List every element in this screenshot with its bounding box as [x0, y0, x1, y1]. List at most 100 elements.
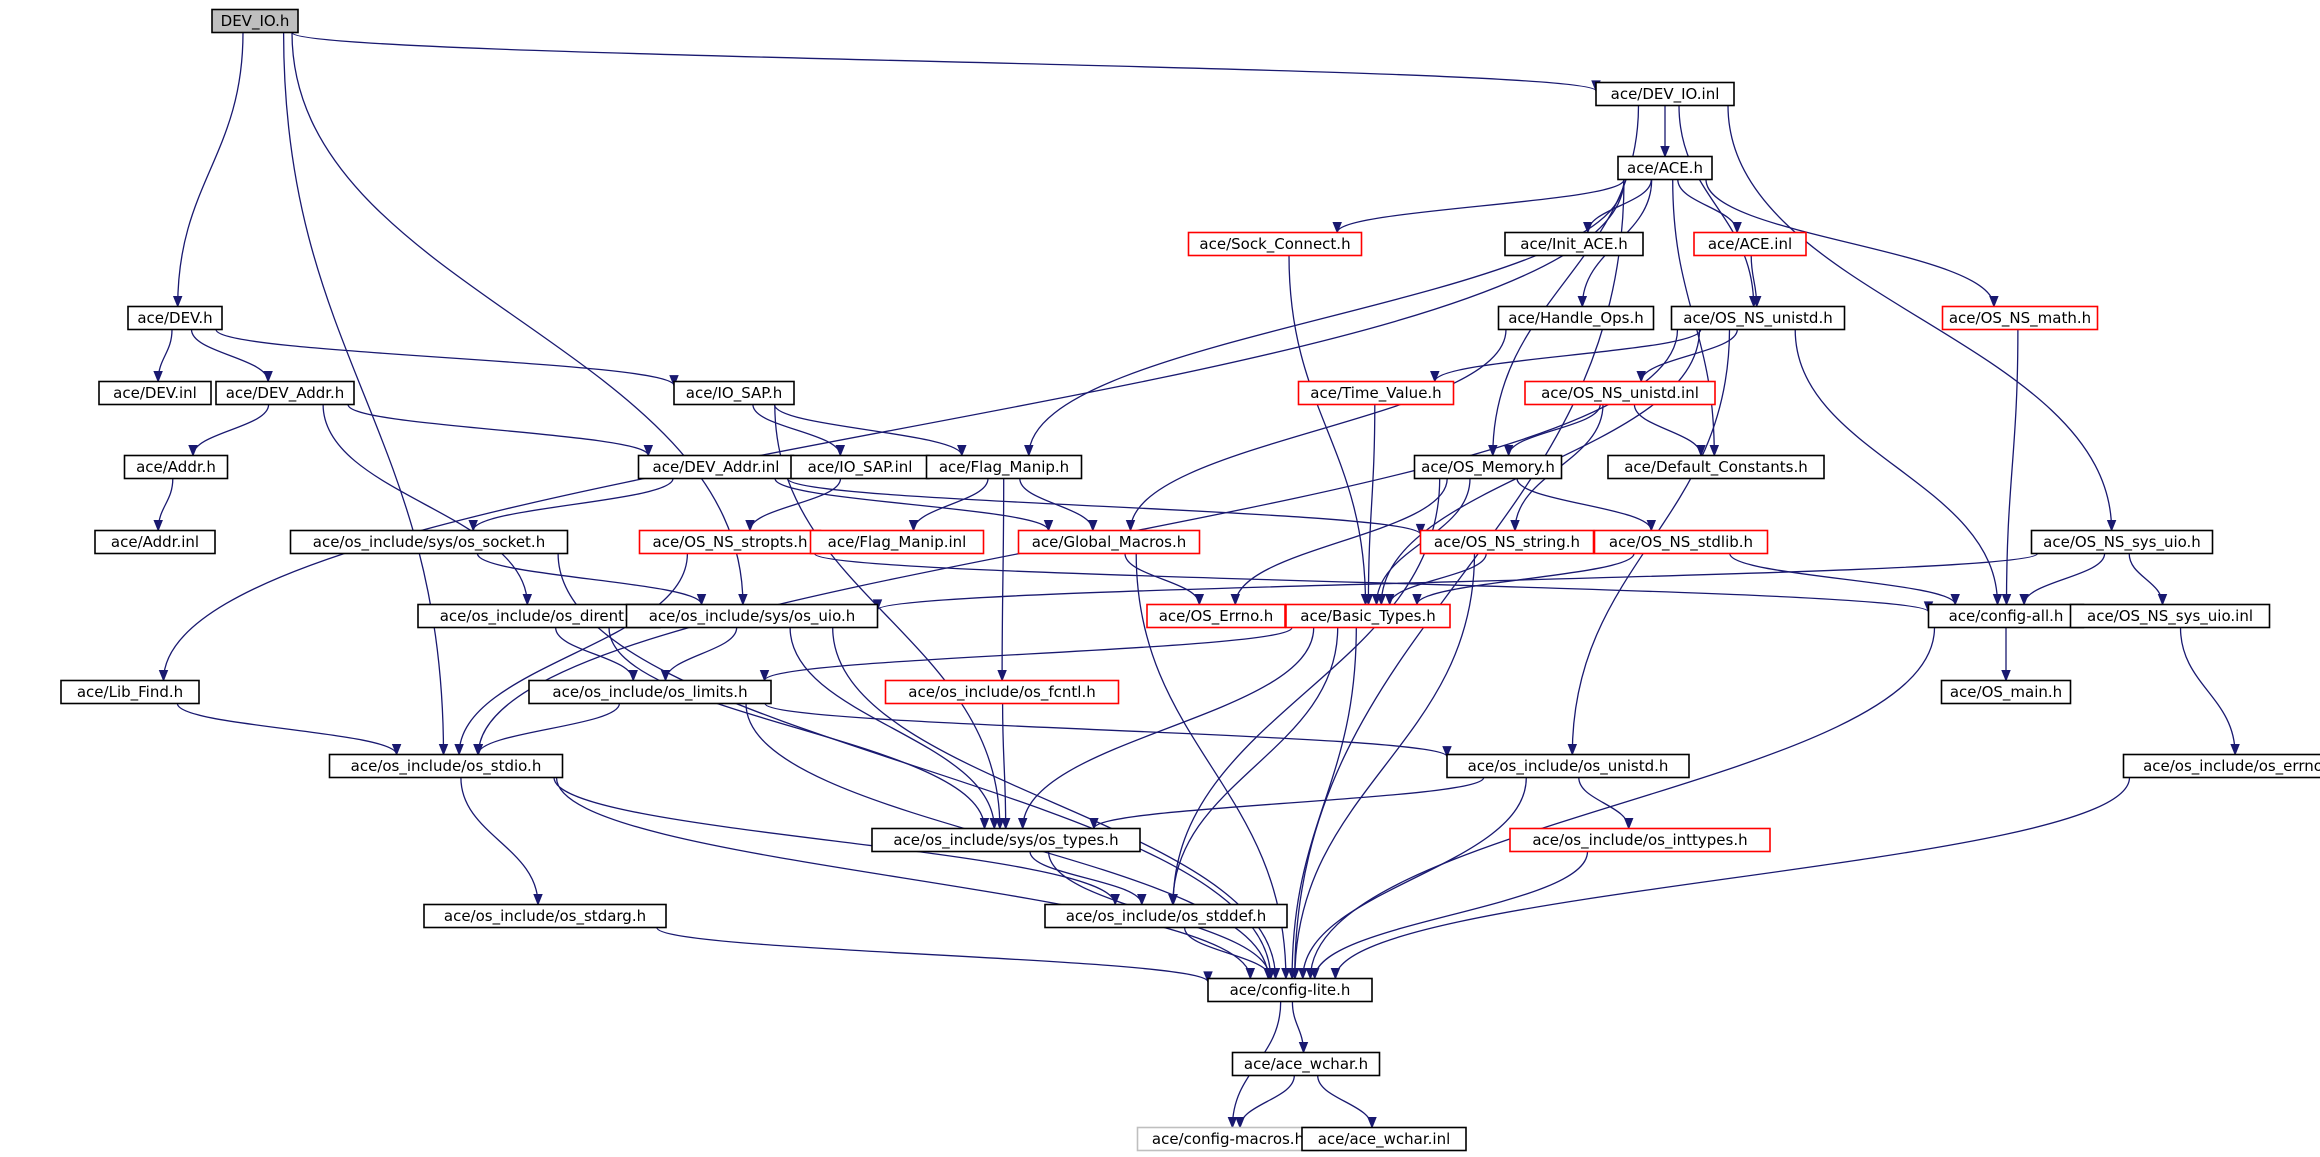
arrowhead	[696, 594, 707, 606]
arrowhead	[1950, 594, 1960, 606]
node-os-errno[interactable]: ace/os_include/os_errno.h	[2122, 753, 2320, 779]
node-box	[1670, 305, 1846, 331]
edge-os-uio-to-os-limits	[660, 627, 738, 682]
node-label: ace/DEV_IO.inl	[1611, 85, 1720, 104]
arrowhead	[1412, 594, 1422, 606]
edge-line	[347, 404, 649, 456]
node-os-uio[interactable]: ace/os_include/sys/os_uio.h	[625, 603, 879, 629]
arrowhead	[1017, 818, 1028, 830]
node-os-memory[interactable]: ace/OS_Memory.h	[1413, 454, 1563, 480]
node-flag-manip-h[interactable]: ace/Flag_Manip.h	[925, 454, 1083, 480]
arrowhead	[1330, 968, 1341, 980]
edge-line	[1314, 851, 1589, 979]
node-os-dirent[interactable]: ace/os_include/os_dirent.h	[417, 603, 661, 629]
arrowhead	[1363, 594, 1374, 606]
edge-os-ns-stdlib-to-basic-types	[1412, 553, 1635, 606]
node-default-constants[interactable]: ace/Default_Constants.h	[1607, 454, 1825, 480]
edge-line	[555, 777, 1251, 979]
node-addr-h[interactable]: ace/Addr.h	[123, 454, 229, 480]
edge-global-macros-to-os-errno-ace	[1124, 553, 1205, 606]
node-ace-inl[interactable]: ace/ACE.inl	[1693, 231, 1807, 257]
node-os-stdio[interactable]: ace/os_include/os_stdio.h	[328, 753, 564, 779]
node-os-ns-sys-uio-inl[interactable]: ace/OS_NS_sys_uio.inl	[2069, 603, 2271, 629]
node-box	[1413, 454, 1563, 480]
edge-os-ns-sys-uio-h-to-config-all	[2019, 553, 2106, 606]
node-os-errno-ace[interactable]: ace/OS_Errno.h	[1146, 603, 1286, 629]
node-label: ace/Flag_Manip.inl	[828, 533, 967, 552]
edge-ace-h-to-lib-find	[158, 179, 1625, 682]
node-box	[1297, 380, 1455, 406]
arrowhead	[1696, 445, 1706, 457]
node-lib-find[interactable]: ace/Lib_Find.h	[60, 679, 200, 705]
edge-os-ns-stdlib-to-config-all	[1729, 553, 1960, 606]
node-handle-ops[interactable]: ace/Handle_Ops.h	[1497, 305, 1655, 331]
node-sock-connect[interactable]: ace/Sock_Connect.h	[1187, 231, 1363, 257]
node-io-sap-h[interactable]: ace/IO_SAP.h	[673, 380, 795, 406]
node-dev-io-h[interactable]: DEV_IO.h	[211, 8, 299, 34]
node-box	[1044, 903, 1288, 929]
arrowhead	[1989, 296, 1999, 308]
node-os-types[interactable]: ace/os_include/sys/os_types.h	[871, 827, 1141, 853]
node-dev-addr-h[interactable]: ace/DEV_Addr.h	[215, 380, 355, 406]
node-dev-inl[interactable]: ace/DEV.inl	[98, 380, 212, 406]
arrowhead	[2230, 744, 2240, 756]
node-os-stdarg[interactable]: ace/os_include/os_stdarg.h	[423, 903, 667, 929]
node-ace-wchar-h[interactable]: ace/ace_wchar.h	[1231, 1051, 1381, 1077]
node-config-lite[interactable]: ace/config-lite.h	[1207, 977, 1373, 1003]
node-os-ns-unistd-inl[interactable]: ace/OS_NS_unistd.inl	[1524, 380, 1716, 406]
node-os-fcntl[interactable]: ace/os_include/os_fcntl.h	[884, 679, 1120, 705]
node-box	[1693, 231, 1807, 257]
node-global-macros[interactable]: ace/Global_Macros.h	[1017, 529, 1201, 555]
node-os-socket[interactable]: ace/os_include/sys/os_socket.h	[289, 529, 569, 555]
node-init-ace[interactable]: ace/Init_ACE.h	[1504, 231, 1644, 257]
node-os-main[interactable]: ace/OS_main.h	[1940, 679, 2072, 705]
edge-line	[553, 777, 1116, 905]
arrowhead	[1371, 594, 1382, 606]
node-box	[925, 454, 1083, 480]
node-label: ace/OS_NS_stdlib.h	[1609, 533, 1753, 552]
node-box	[884, 679, 1120, 705]
node-dev-io-inl[interactable]: ace/DEV_IO.inl	[1595, 81, 1735, 107]
node-ace-wchar-inl[interactable]: ace/ace_wchar.inl	[1301, 1126, 1467, 1152]
arrowhead	[1043, 520, 1054, 532]
node-os-limits[interactable]: ace/os_include/os_limits.h	[528, 679, 772, 705]
node-os-inttypes[interactable]: ace/os_include/os_inttypes.h	[1509, 827, 1771, 853]
node-label: ace/OS_NS_string.h	[1434, 533, 1580, 552]
node-os-ns-math[interactable]: ace/OS_NS_math.h	[1941, 305, 2099, 331]
edge-line	[1640, 329, 1738, 382]
edge-line	[1416, 553, 1635, 605]
node-dev-addr-inl[interactable]: ace/DEV_Addr.inl	[637, 454, 795, 480]
node-basic-types[interactable]: ace/Basic_Types.h	[1285, 603, 1451, 629]
edge-dev-io-h-to-dev-h	[172, 32, 244, 308]
node-os-stddef[interactable]: ace/os_include/os_stddef.h	[1044, 903, 1288, 929]
edge-line	[608, 627, 986, 829]
node-os-ns-unistd-h[interactable]: ace/OS_NS_unistd.h	[1670, 305, 1846, 331]
node-box	[1607, 454, 1825, 480]
node-label: ace/Handle_Ops.h	[1508, 309, 1644, 328]
edge-line	[1172, 478, 1441, 905]
node-os-ns-stropts[interactable]: ace/OS_NS_stropts.h	[638, 529, 822, 555]
node-io-sap-inl[interactable]: ace/IO_SAP.inl	[790, 454, 930, 480]
edge-line	[786, 477, 1422, 535]
node-addr-inl[interactable]: ace/Addr.inl	[94, 529, 216, 555]
node-time-value[interactable]: ace/Time_Value.h	[1297, 380, 1455, 406]
node-os-ns-sys-uio-h[interactable]: ace/OS_NS_sys_uio.h	[2030, 529, 2214, 555]
arrowhead	[153, 371, 163, 383]
node-os-ns-string[interactable]: ace/OS_NS_string.h	[1419, 529, 1595, 555]
node-dev-h[interactable]: ace/DEV.h	[127, 305, 223, 331]
node-flag-manip-inl[interactable]: ace/Flag_Manip.inl	[809, 529, 985, 555]
edge-ace-h-to-sock-connect	[1332, 179, 1625, 234]
node-ace-h[interactable]: ace/ACE.h	[1617, 155, 1713, 181]
node-os-unistd[interactable]: ace/os_include/os_unistd.h	[1446, 753, 1690, 779]
arrowhead	[660, 670, 671, 682]
edge-os-unistd-to-os-inttypes	[1578, 777, 1634, 830]
edge-os-memory-to-os-stddef	[1168, 478, 1441, 906]
arrowhead	[1194, 594, 1205, 606]
arrowhead	[172, 296, 183, 308]
node-label: ace/OS_NS_stropts.h	[653, 533, 808, 552]
node-os-ns-stdlib[interactable]: ace/OS_NS_stdlib.h	[1593, 529, 1769, 555]
edge-line	[215, 328, 675, 387]
node-config-macros[interactable]: ace/config-macros.h	[1136, 1126, 1320, 1152]
node-config-all[interactable]: ace/config-all.h	[1927, 603, 2085, 629]
